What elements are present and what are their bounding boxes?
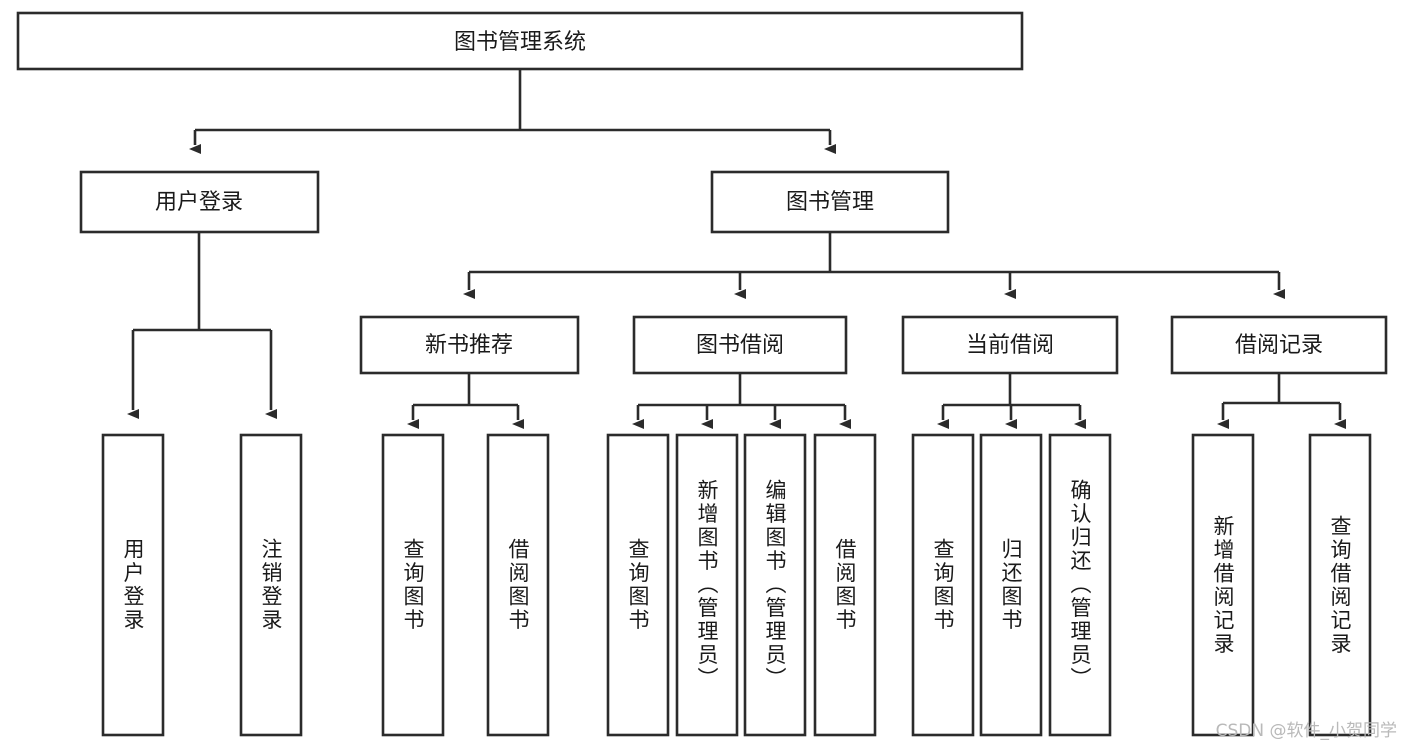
leaf-book-borrow-1[interactable]: 新增图书（管理员）	[675, 433, 739, 737]
leaf-borrow-record-1[interactable]: 查询借阅记录	[1308, 433, 1372, 737]
leaf-current-borrow-2-label: 确认归还（管理员）	[1068, 479, 1092, 691]
leaf-new-book-recommend-0[interactable]: 查询图书	[381, 433, 445, 737]
leaf-current-borrow-1-label: 归还图书	[999, 538, 1023, 632]
leaf-user-login-0-box	[101, 433, 165, 737]
leaf-book-borrow-0-box	[606, 433, 670, 737]
leaf-book-borrow-3-label: 借阅图书	[833, 538, 857, 632]
leaf-new-book-recommend-0-box	[381, 433, 445, 737]
leaf-book-borrow-2-label: 编辑图书（管理员）	[763, 479, 787, 691]
leaf-current-borrow-1-box	[979, 433, 1043, 737]
node-book-management-label: 图书管理	[786, 190, 874, 215]
leaf-current-borrow-2[interactable]: 确认归还（管理员）	[1048, 433, 1112, 737]
leaf-current-borrow-0-box	[911, 433, 975, 737]
node-new-book-recommend-box	[359, 315, 580, 375]
leaf-borrow-record-1-box	[1308, 433, 1372, 737]
leaf-new-book-recommend-1-box	[486, 433, 550, 737]
leaf-current-borrow-0-label: 查询图书	[931, 538, 955, 632]
leaf-current-borrow-2-box	[1048, 433, 1112, 737]
node-user-login-label: 用户登录	[155, 190, 243, 215]
leaf-new-book-recommend-0-label: 查询图书	[401, 538, 425, 632]
node-new-book-recommend-label: 新书推荐	[425, 333, 513, 358]
leaf-borrow-record-1-label: 查询借阅记录	[1328, 514, 1352, 656]
node-book-borrow[interactable]: 图书借阅	[632, 315, 848, 375]
leaf-book-borrow-2-box	[743, 433, 807, 737]
leaf-current-borrow-0[interactable]: 查询图书	[911, 433, 975, 737]
node-new-book-recommend[interactable]: 新书推荐	[359, 315, 580, 375]
leaf-user-login-0-label: 用户登录	[121, 538, 145, 632]
leaf-book-borrow-1-label: 新增图书（管理员）	[695, 479, 719, 691]
node-user-login[interactable]: 用户登录	[79, 170, 320, 234]
leaf-new-book-recommend-1-label: 借阅图书	[506, 538, 530, 632]
leaf-book-borrow-3[interactable]: 借阅图书	[813, 433, 877, 737]
leaf-book-borrow-2[interactable]: 编辑图书（管理员）	[743, 433, 807, 737]
node-root-system[interactable]: 图书管理系统	[16, 11, 1024, 71]
leaf-new-book-recommend-1[interactable]: 借阅图书	[486, 433, 550, 737]
leaf-user-login-0[interactable]: 用户登录	[101, 433, 165, 737]
leaf-user-login-1-label: 注销登录	[259, 538, 283, 632]
leaf-current-borrow-1[interactable]: 归还图书	[979, 433, 1043, 737]
leaf-user-login-1[interactable]: 注销登录	[239, 433, 303, 737]
node-book-management[interactable]: 图书管理	[710, 170, 950, 234]
connector-borrow-record-to-leaves	[1217, 373, 1346, 429]
connector-root-to-level2	[189, 69, 836, 154]
node-current-borrow-box	[901, 315, 1119, 375]
leaf-borrow-record-0-box	[1191, 433, 1255, 737]
node-user-login-box	[79, 170, 320, 234]
node-borrow-record[interactable]: 借阅记录	[1170, 315, 1388, 375]
node-borrow-record-label: 借阅记录	[1235, 333, 1323, 358]
node-current-borrow[interactable]: 当前借阅	[901, 315, 1119, 375]
node-book-borrow-label: 图书借阅	[696, 333, 784, 358]
leaf-book-borrow-0-label: 查询图书	[626, 538, 650, 632]
node-root-box	[16, 11, 1024, 71]
node-current-borrow-label: 当前借阅	[966, 333, 1054, 358]
connector-user-login-to-leaves	[127, 232, 277, 419]
leaf-book-borrow-1-box	[675, 433, 739, 737]
leaf-book-borrow-0[interactable]: 查询图书	[606, 433, 670, 737]
leaf-book-borrow-3-box	[813, 433, 877, 737]
leaf-borrow-record-0-label: 新增借阅记录	[1211, 514, 1235, 656]
node-root-label: 图书管理系统	[454, 30, 586, 55]
leaf-user-login-1-box	[239, 433, 303, 737]
connector-book-borrow-to-leaves	[632, 373, 851, 429]
connector-new-book-recommend-to-leaves	[407, 373, 524, 429]
connector-current-borrow-to-leaves	[937, 373, 1086, 429]
leaf-borrow-record-0[interactable]: 新增借阅记录	[1191, 433, 1255, 737]
connector-book-management-to-level3	[463, 232, 1285, 299]
